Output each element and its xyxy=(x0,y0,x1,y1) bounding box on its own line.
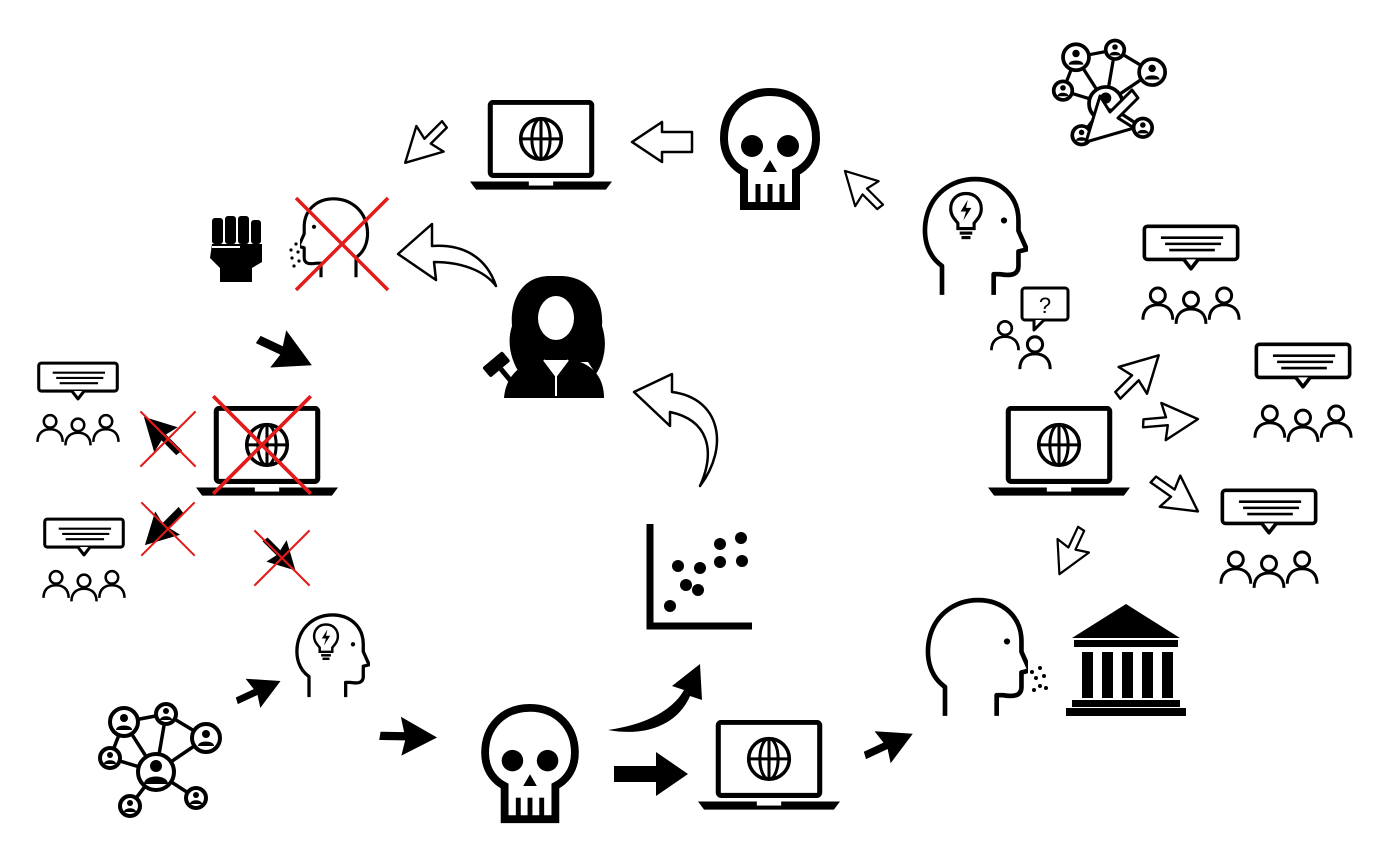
raised-fist-icon xyxy=(210,216,262,282)
outline-arrow-up-left xyxy=(843,169,885,211)
solid-curved-arrow xyxy=(608,664,702,732)
speaking-head-icon xyxy=(928,600,1048,716)
solid-arrow-right xyxy=(375,706,438,768)
outline-arrow-up-right xyxy=(1113,353,1161,401)
audience-speech-icon xyxy=(1255,344,1351,442)
blocked-arrow xyxy=(253,529,311,587)
laptop-globe-icon xyxy=(470,102,612,189)
skull-icon xyxy=(724,92,816,206)
solid-arrow-right xyxy=(861,720,913,772)
laptop-globe-icon xyxy=(698,722,840,809)
blocked-arrow xyxy=(139,410,197,468)
outline-curved-arrow-up xyxy=(632,372,719,488)
judge-curved-arrow xyxy=(396,222,498,288)
speaking-head-icon xyxy=(289,197,370,279)
solid-arrow-right xyxy=(233,668,281,716)
idea-head-icon xyxy=(295,613,370,699)
solid-arrow-down xyxy=(254,322,312,381)
judge-icon xyxy=(483,276,605,398)
outline-arrow-left xyxy=(630,120,694,164)
outline-arrow-down-right xyxy=(1148,469,1200,520)
audience-speech-icon xyxy=(1143,226,1239,324)
outline-arrow-up xyxy=(1044,523,1097,576)
scatter-chart-icon xyxy=(646,524,752,630)
audience-speech-icon xyxy=(44,519,125,601)
laptop-globe-icon xyxy=(988,408,1130,495)
question-person-icon: ? xyxy=(990,286,1070,371)
audience-speech-icon xyxy=(1221,490,1317,588)
question-mark: ? xyxy=(1039,293,1051,318)
blocked-arrow xyxy=(140,501,196,557)
social-network-icon xyxy=(98,702,222,818)
skull-icon xyxy=(485,708,575,819)
institution-icon xyxy=(1066,604,1186,716)
outline-arrow-right xyxy=(1138,391,1200,453)
solid-arrow-right xyxy=(614,752,688,796)
outline-arrow-down-left xyxy=(403,119,449,165)
audience-speech-icon xyxy=(38,363,119,445)
idea-head-icon xyxy=(925,179,1027,295)
